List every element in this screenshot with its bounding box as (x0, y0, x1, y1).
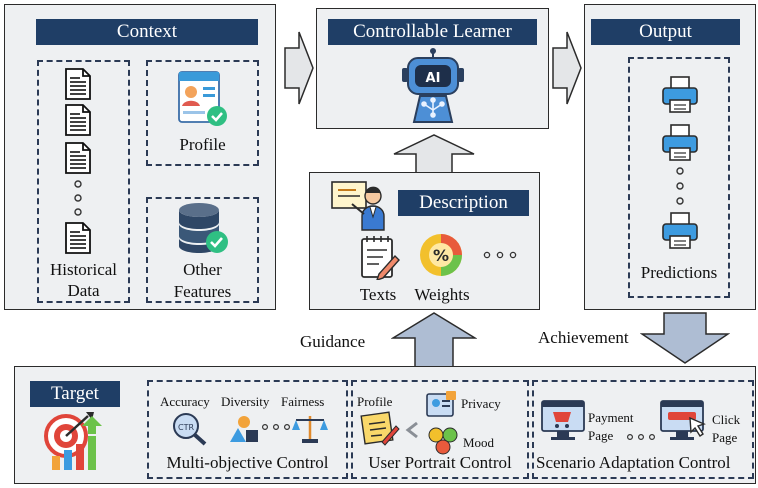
other-label: Other (183, 260, 222, 279)
guidance-label: Guidance (300, 332, 366, 351)
ctr-text: CTR (178, 423, 194, 432)
document-icon (64, 222, 92, 254)
mood-label: Mood (463, 435, 495, 450)
vertical-dots-icon (73, 180, 83, 216)
ctr-magnifier-icon: CTR (172, 412, 208, 446)
balance-scale-icon (292, 412, 328, 444)
portrait-profile-label: Profile (357, 394, 393, 409)
diversity-label: Diversity (221, 394, 270, 409)
features-label: Features (173, 282, 232, 301)
profile-card-icon (177, 70, 229, 128)
output-title: Output (591, 19, 740, 45)
percent-symbol: % (433, 246, 449, 265)
click-page-icon (660, 400, 708, 444)
right-arrow-icon (284, 30, 314, 106)
text-notepad-icon (359, 234, 401, 280)
scenario-adaptation-box (532, 380, 754, 479)
ai-robot-icon: AI (398, 48, 468, 126)
up-arrow-icon (391, 312, 477, 370)
ai-text: AI (426, 71, 441, 86)
document-icon (64, 104, 92, 136)
payment-page-label: Page (588, 428, 614, 443)
fairness-label: Fairness (281, 394, 325, 409)
scenario-adaptation-label: Scenario Adaptation Control (536, 453, 731, 472)
more-dots-icon (626, 433, 656, 441)
context-title: Context (36, 19, 258, 45)
description-title: Description (398, 190, 529, 216)
printer-icon (662, 76, 698, 114)
more-dots-icon (261, 423, 291, 431)
printer-icon (662, 124, 698, 162)
printer-icon (662, 212, 698, 250)
weights-label: Weights (414, 285, 470, 304)
chevron-left-icon (405, 421, 419, 439)
historical-data-box (37, 60, 130, 303)
database-icon (175, 202, 231, 256)
user-portrait-box (351, 380, 529, 479)
target-goal-icon (44, 410, 110, 472)
diversity-shapes-icon (228, 414, 260, 444)
data-label: Data (67, 281, 100, 300)
user-portrait-label: User Portrait Control (368, 453, 512, 472)
privacy-label: Privacy (461, 396, 501, 411)
document-icon (64, 68, 92, 100)
predictions-box (628, 57, 730, 298)
learner-title: Controllable Learner (328, 19, 537, 45)
vertical-dots-icon (675, 166, 685, 206)
payment-page-icon (541, 400, 585, 442)
context-panel (4, 4, 276, 310)
historical-label: Historical (49, 260, 118, 279)
profile-box (146, 60, 259, 166)
weights-percent-icon: % (418, 232, 464, 278)
document-icon (64, 142, 92, 174)
profile-note-icon (360, 410, 400, 446)
down-arrow-icon (640, 312, 730, 364)
predictions-label: Predictions (640, 263, 718, 282)
click-page-label: Page (712, 430, 738, 445)
multi-objective-label: Multi-objective Control (166, 453, 329, 472)
payment-label: Payment (588, 410, 634, 425)
right-arrow-icon (552, 30, 582, 106)
teacher-icon (326, 174, 392, 232)
multi-objective-box (147, 380, 348, 479)
other-features-box (146, 197, 259, 303)
privacy-lock-icon (426, 390, 458, 418)
texts-label: Texts (359, 285, 397, 304)
up-arrow-icon (392, 134, 476, 174)
target-title: Target (30, 381, 120, 407)
profile-label: Profile (179, 135, 226, 154)
achievement-label: Achievement (538, 328, 629, 347)
click-label: Click (712, 412, 741, 427)
mood-faces-icon (426, 426, 460, 456)
accuracy-label: Accuracy (160, 394, 210, 409)
more-dots-icon (482, 250, 518, 260)
